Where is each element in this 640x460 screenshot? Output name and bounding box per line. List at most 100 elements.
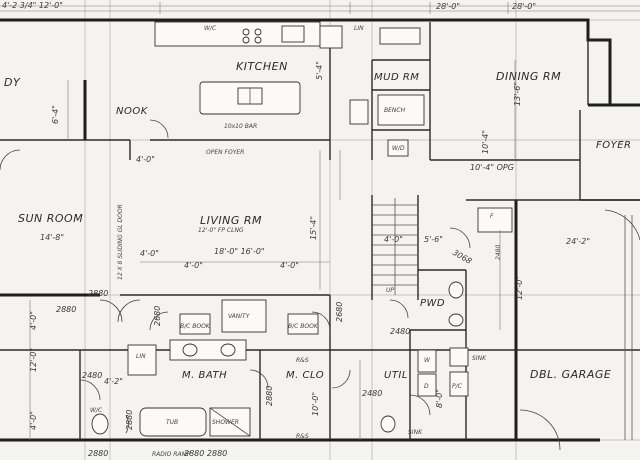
kitchen-fridge (281, 25, 305, 43)
dimension-ticks (29, 60, 516, 440)
note-garage-door: 2480 (495, 245, 502, 260)
note-kitchen-island: 10x10 BAR (224, 123, 257, 130)
dimension-pwd-h: 5'-6" (424, 235, 443, 244)
note-foyer-pk: P/C (452, 383, 463, 390)
linen-closet (127, 344, 157, 376)
room-label-sun-room: SUN ROOM (18, 212, 83, 225)
utility-cabinet (449, 371, 469, 397)
toilet-icon (380, 415, 396, 433)
note-mbath-shower: SHOWER (212, 419, 239, 426)
note-vanity: VANITY (228, 313, 251, 320)
interior-walls (0, 22, 640, 440)
bath-fixtures (91, 281, 464, 437)
dimension-garage-v: 12'-0" (515, 276, 524, 300)
burner-icon (242, 28, 250, 36)
foyer-closet (477, 207, 513, 233)
door-swing (604, 209, 640, 241)
room-label-foyer: FOYER (596, 140, 632, 151)
mud-room-fixtures (349, 27, 425, 157)
door-swing (79, 379, 101, 401)
lavatory-icon (448, 313, 464, 327)
door-swing (311, 311, 331, 331)
toilet-icon (448, 281, 464, 299)
note-util-sink2: SINK (408, 429, 423, 436)
door-swing (331, 369, 351, 389)
mud-bench (377, 94, 425, 126)
bathtub (139, 407, 207, 437)
door-swing (0, 149, 21, 171)
dimension-bottom-1: 2880 (88, 449, 108, 458)
dimension-mbath-v: 4'-0" (29, 311, 38, 330)
dimension-util-v: 8'-0" (435, 389, 444, 408)
dimension-door-2880b: 2880 (56, 305, 76, 314)
dimension-door-2680: 2680 (335, 302, 344, 322)
dimension-dining-v: 13'-6" (513, 82, 522, 106)
kitchen-fixtures (154, 21, 343, 115)
lavatory-icon (182, 343, 198, 357)
dimension-living-mid: 4'-0" (184, 261, 203, 270)
toilet-icon (91, 413, 109, 435)
dimension-bottom-2: 2880 2880 (184, 449, 227, 458)
dimension-dining-h: 10'-4" OPG (470, 163, 514, 172)
exterior-walls (0, 18, 640, 442)
note-mbath-bkc: B/C BOOK (180, 323, 211, 330)
note-kitchen-opg: OPEN FOYER (206, 149, 244, 156)
dimension-top-right: 28'-0" (512, 2, 536, 11)
door-swing (519, 409, 561, 451)
door-swing (409, 394, 431, 416)
dimension-garage: 24'-2" (566, 237, 590, 246)
washer (417, 349, 437, 373)
dimension-door-2880c: 2880 (125, 410, 134, 430)
mud-cabinet (379, 27, 421, 45)
door-swing (149, 119, 169, 139)
dimension-door-2880d: 2880 (265, 386, 274, 406)
fireplace (221, 299, 267, 333)
note-clo-rs2: R&S (296, 433, 309, 440)
room-label-study: DY (4, 76, 21, 89)
garage-door-track (624, 215, 633, 440)
room-label-util: UTIL (384, 370, 408, 381)
note-foyer-closet: F (490, 213, 494, 220)
dimension-stair: 4'-0" (384, 235, 403, 244)
door-swing (249, 369, 269, 389)
note-util-w: W (424, 357, 431, 364)
note-mud-rm-lin: LIN (354, 25, 364, 32)
room-label-mud-rm: MUD RM (374, 72, 419, 83)
dimension-mbath-v3: 4'-0" (29, 411, 38, 430)
dimension-door-2480: 2480 (82, 371, 102, 380)
note-util-d: D (424, 383, 429, 390)
room-label-dining-rm: DINING RM (496, 70, 561, 83)
dimension-hall-42: 4'-2" (104, 377, 123, 386)
note-mbath-tub: TUB (166, 419, 178, 426)
room-label-nook: NOOK (116, 106, 149, 117)
dimension-mud-v: 5'-4" (315, 61, 324, 80)
utility-fixtures (417, 347, 469, 397)
door-swings (0, 119, 640, 451)
note-living-fp: 12'-0" FP CLNG (198, 227, 244, 234)
note-util-sink: SINK (472, 355, 487, 362)
note-mbath-bkc2: B/C BOOK (288, 323, 319, 330)
door-swing (149, 311, 169, 331)
dimension-living: 18'-0" 16'-0" (214, 247, 265, 256)
note-bottom-label: RADIO RAMP (152, 451, 191, 458)
dimension-kitchen-v: 6'-4" (51, 105, 60, 124)
note-wc: W/C (90, 407, 103, 414)
mud-locker (349, 99, 369, 125)
dimension-door-2480b: 2480 (362, 389, 382, 398)
note-clo-rs: R&S (296, 357, 309, 364)
pantry (319, 25, 343, 49)
washer-dryer (387, 139, 409, 157)
dimension-top-left: 4'-2 3/4" 12'-0" (2, 1, 63, 10)
dimension-living-r: 4'-0" (280, 261, 299, 270)
top-dimension-line (0, 2, 640, 14)
door-swing (449, 227, 471, 249)
door-swing (389, 299, 409, 319)
dimension-door-2880: 2880 (88, 289, 108, 298)
dimension-sun-room: 14'-8" (40, 233, 64, 242)
dimension-hall-40: 4'-0" (136, 155, 155, 164)
door-swing (117, 299, 141, 323)
room-label-m-bath: M. BATH (182, 370, 227, 381)
note-mud-wd: W/D (392, 145, 405, 152)
note-mbath-linen: LIN (136, 353, 146, 360)
dimension-mbath-v2: 12'-0" (29, 348, 38, 372)
